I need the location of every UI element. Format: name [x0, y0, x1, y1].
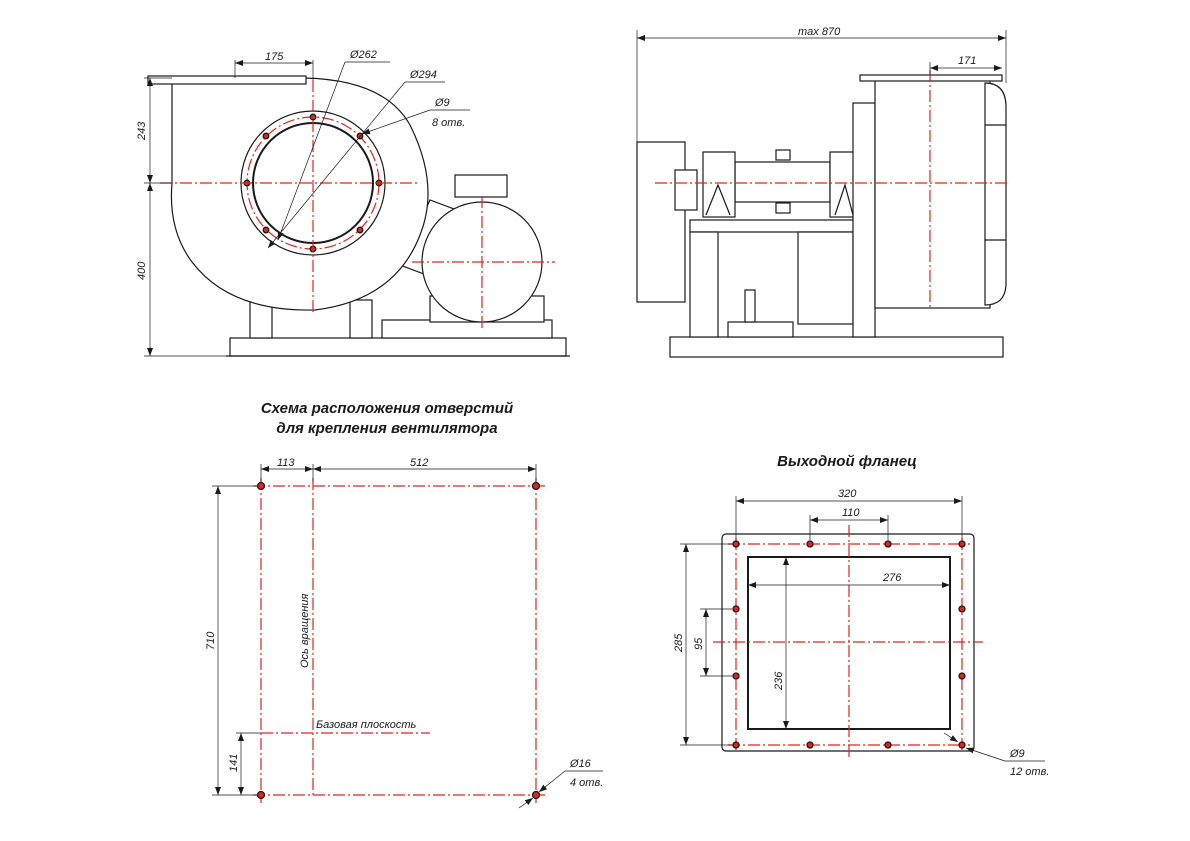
- mount-scheme: Схема расположения отверстий для креплен…: [205, 400, 603, 809]
- motor-base: [381, 319, 553, 339]
- dim-d9-flange: Ø9: [1009, 748, 1025, 760]
- bearing-right: [829, 151, 857, 218]
- outlet-flange: Выходной фланец 320: [673, 453, 1049, 778]
- dim-d294: Ø294: [409, 69, 437, 81]
- dim-141: 141: [228, 754, 240, 772]
- dim-d262: Ø262: [349, 49, 377, 61]
- mount-hole-tr: [531, 481, 541, 491]
- side-shaft: [734, 161, 831, 203]
- side-housing-cover: [984, 82, 1007, 306]
- dim-243: 243: [136, 121, 148, 141]
- dim-236: 236: [773, 671, 785, 691]
- side-base: [669, 336, 1004, 358]
- dim-113: 113: [277, 457, 295, 469]
- dim-512: 512: [410, 457, 428, 469]
- side-housing-plate: [852, 102, 876, 338]
- dim-320: 320: [838, 488, 857, 500]
- mount-hole-br: [531, 790, 541, 800]
- outlet-flange-top: [147, 75, 307, 85]
- side-outlet-flange: [859, 74, 1003, 82]
- holes-12: 12 отв.: [1010, 766, 1049, 778]
- dim-max870: max 870: [798, 26, 841, 38]
- base-label: Базовая плоскость: [316, 719, 417, 731]
- side-motor: [636, 141, 686, 303]
- dim-175: 175: [265, 51, 284, 63]
- mount-hole-tl: [256, 481, 266, 491]
- base-plate: [229, 337, 567, 357]
- flange-opening: [747, 556, 951, 730]
- dim-400: 400: [136, 261, 148, 280]
- holes-8: 8 отв.: [432, 117, 465, 129]
- flange-title: Выходной фланец: [777, 453, 917, 470]
- side-view: max 870 171: [636, 26, 1010, 358]
- dim-110: 110: [842, 507, 860, 519]
- holes-4: 4 отв.: [570, 777, 603, 789]
- mount-hole-bl: [256, 790, 266, 800]
- mount-title-2: для крепления вентилятора: [276, 420, 497, 437]
- dim-95: 95: [693, 637, 705, 650]
- dim-d16: Ø16: [569, 758, 592, 770]
- axis-label: Ось вращения: [299, 593, 311, 668]
- front-view: 175 Ø262 Ø294 Ø9 8 отв. 243 400: [136, 49, 570, 357]
- side-housing: [874, 77, 991, 309]
- dim-276: 276: [882, 572, 902, 584]
- dim-285: 285: [673, 633, 685, 653]
- dim-171: 171: [958, 55, 976, 67]
- flange-holes: [732, 540, 966, 749]
- dim-710: 710: [205, 631, 217, 650]
- base-leg-right: [349, 299, 373, 339]
- mount-title-1: Схема расположения отверстий: [261, 400, 513, 417]
- motor-terminal-box: [454, 174, 508, 198]
- side-frame: [689, 219, 856, 233]
- bearing-left: [702, 151, 736, 218]
- volute-casing: [170, 77, 429, 311]
- dim-d9: Ø9: [434, 97, 450, 109]
